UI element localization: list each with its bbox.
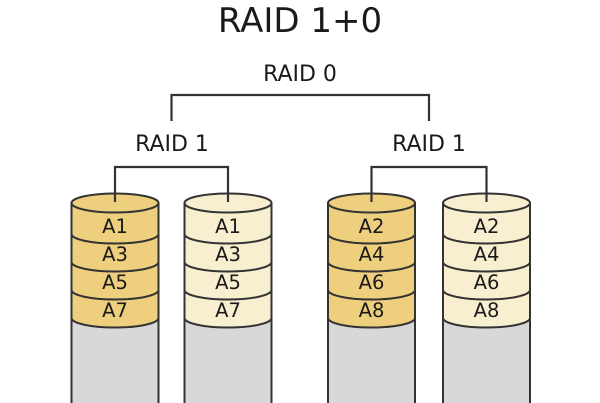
block-label: A3 [215, 243, 241, 266]
raid1-label-right: RAID 1 [392, 132, 466, 157]
platter-divider-arc [442, 261, 531, 273]
block-label: A1 [215, 215, 241, 238]
block-label: A6 [474, 271, 500, 294]
disk-platter-body [328, 203, 415, 328]
platter-divider-arc [327, 233, 416, 245]
block-label: A1 [102, 215, 128, 238]
block-label: A5 [215, 271, 241, 294]
block-label: A8 [474, 299, 500, 322]
platter-bottom-arc [442, 317, 531, 329]
block-label: A4 [359, 243, 385, 266]
raid0-bracket [170, 93, 431, 121]
raid0-label: RAID 0 [263, 62, 337, 87]
block-label: A7 [102, 299, 128, 322]
platter-divider-arc [183, 233, 273, 245]
block-label: A4 [474, 243, 500, 266]
disk-side-outline [442, 203, 531, 403]
platter-divider-arc [70, 233, 160, 245]
raid1-bracket-right [370, 165, 488, 202]
platter-bottom-arc [70, 317, 160, 329]
platter-divider-arc [327, 289, 416, 301]
platter-divider-arc [442, 289, 531, 301]
block-label: A6 [359, 271, 385, 294]
block-label: A3 [102, 243, 128, 266]
diagram-title: RAID 1+0 [217, 1, 383, 41]
block-label: A5 [102, 271, 128, 294]
platter-bottom-arc [183, 317, 273, 329]
platter-divider-arc [183, 261, 273, 273]
block-label: A2 [474, 215, 500, 238]
raid1-label-left: RAID 1 [135, 132, 209, 157]
disk-platter-body [71, 203, 159, 328]
disk-side-outline [327, 203, 416, 403]
block-label: A8 [359, 299, 385, 322]
platter-divider-arc [327, 261, 416, 273]
disk-platter-body [184, 203, 272, 328]
platter-divider-arc [442, 233, 531, 245]
platter-bottom-arc [327, 317, 416, 329]
platter-divider-arc [70, 289, 160, 301]
raid1-bracket-left [113, 165, 230, 202]
disk-platter-body [443, 203, 530, 328]
disk-side-outline [183, 203, 273, 403]
disk-side-outline [70, 203, 160, 403]
platter-divider-arc [183, 289, 273, 301]
platter-divider-arc [70, 261, 160, 273]
block-label: A2 [359, 215, 385, 238]
block-label: A7 [215, 299, 241, 322]
